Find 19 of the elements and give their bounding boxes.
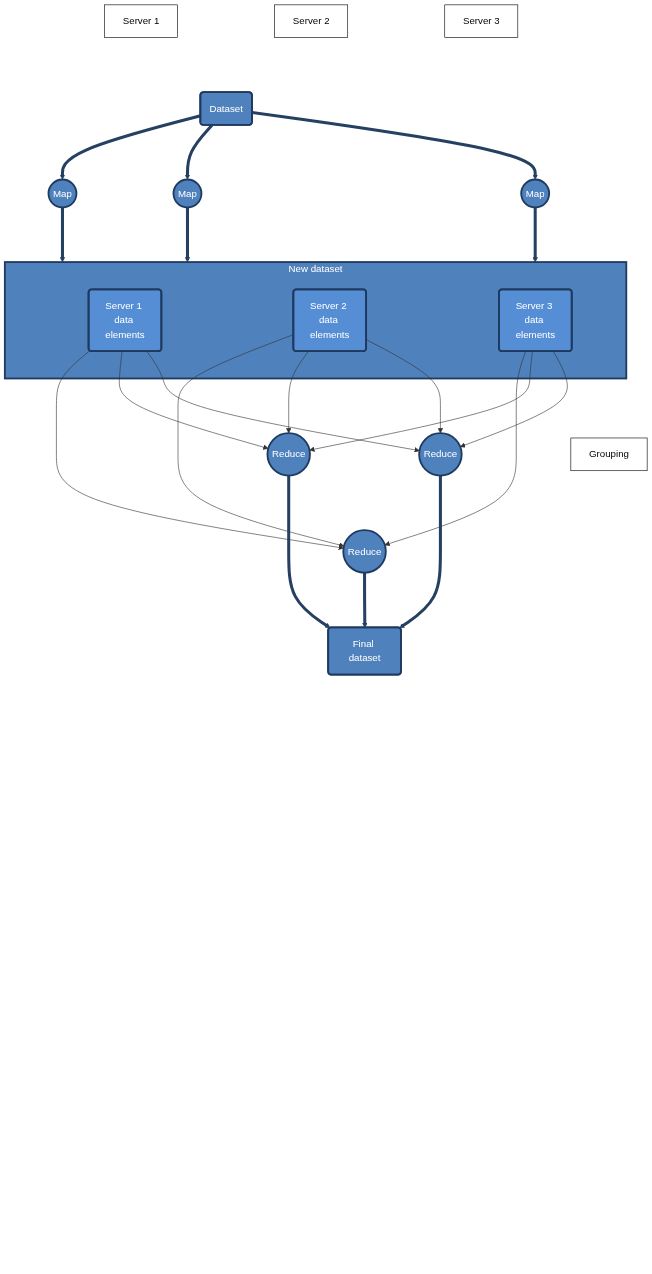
- arrow: [287, 475, 331, 629]
- node-box: [104, 4, 178, 38]
- node-circle: [342, 529, 387, 574]
- node-box: [570, 437, 648, 472]
- node-circle: [520, 178, 551, 209]
- node-box: [444, 4, 519, 38]
- node-circle: [418, 432, 463, 477]
- arrow: [532, 207, 538, 263]
- node-circle: [172, 178, 203, 209]
- arrow: [362, 572, 368, 628]
- arrow: [59, 207, 66, 263]
- node-circle: [266, 432, 311, 477]
- arrow: [184, 124, 214, 180]
- cluster: [3, 261, 628, 380]
- arrow: [184, 207, 191, 263]
- node-circle: [47, 178, 78, 209]
- node-box: [274, 4, 349, 38]
- arrow: [252, 111, 538, 180]
- arrow: [399, 475, 442, 629]
